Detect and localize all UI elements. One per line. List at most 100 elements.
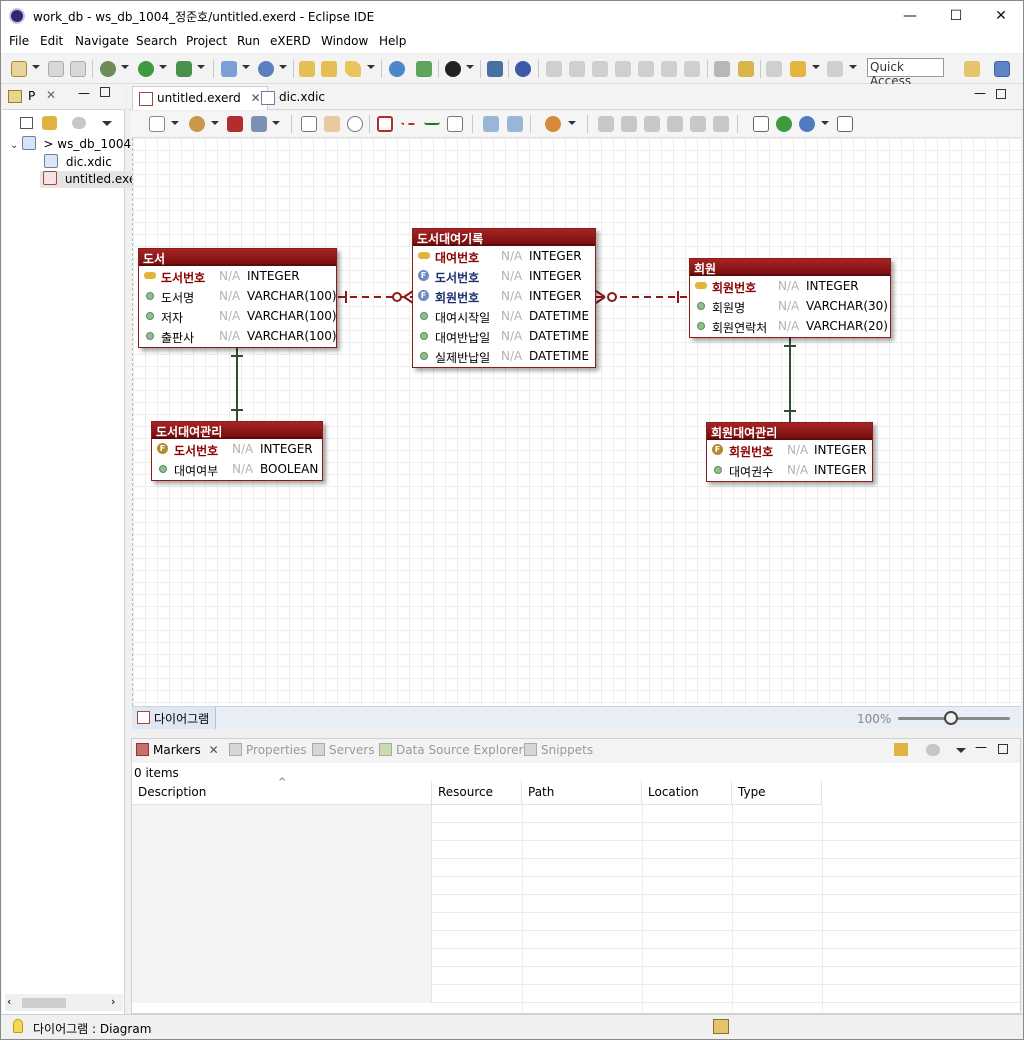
color-theme-dropdown-icon[interactable] <box>568 121 576 125</box>
entity-book[interactable]: 도서 도서번호 N/A INTEGER 도서명 N/A VARCHAR(100)… <box>138 248 337 348</box>
perspective-dropdown-icon[interactable] <box>466 65 474 69</box>
entity-book-rental-record[interactable]: 도서대여기록 대여번호 N/A INTEGER F 도서번호 N/A INTEG… <box>412 228 596 368</box>
copy-image-icon[interactable] <box>483 116 499 132</box>
scroll-right-icon[interactable]: › <box>111 995 116 1008</box>
tree-item-dic-xdic[interactable]: dic.xdic <box>44 154 112 171</box>
align-bottom-icon[interactable] <box>713 116 729 132</box>
minimize-button[interactable]: — <box>903 8 917 24</box>
minimize-view-icon[interactable]: — <box>78 86 90 100</box>
column-header-location[interactable]: Location <box>642 781 732 805</box>
focus-icon[interactable] <box>894 743 908 756</box>
prev-annotation-icon[interactable] <box>738 61 754 77</box>
entity-column[interactable]: 회원연락처 N/A VARCHAR(20) <box>690 316 890 336</box>
terminate-icon[interactable] <box>592 61 608 77</box>
entity-column[interactable]: 대여반납일 N/A DATETIME <box>413 326 595 346</box>
suspend-icon[interactable] <box>569 61 585 77</box>
entity-column[interactable]: 회원명 N/A VARCHAR(30) <box>690 296 890 316</box>
entity-column[interactable]: F 도서번호 N/A INTEGER <box>152 439 322 459</box>
minimize-view-icon[interactable]: — <box>975 740 987 754</box>
menu-window[interactable]: Window <box>321 34 369 48</box>
align-top-icon[interactable] <box>667 116 683 132</box>
back-dropdown-icon[interactable] <box>812 65 820 69</box>
resume-icon[interactable] <box>546 61 562 77</box>
column-header-type[interactable]: Type <box>732 781 822 805</box>
debug-icon[interactable] <box>100 61 116 77</box>
open-task-icon[interactable] <box>345 61 361 77</box>
hand-pan-icon[interactable] <box>324 116 340 132</box>
new-icon[interactable] <box>11 61 27 77</box>
entity-column[interactable]: 저자 N/A VARCHAR(100) <box>139 306 337 326</box>
maximize-view-icon[interactable] <box>100 87 110 97</box>
minimize-editor-icon[interactable]: — <box>974 86 986 100</box>
identifying-relation-icon[interactable] <box>424 116 440 125</box>
filter-icon[interactable] <box>926 744 940 756</box>
filter-icon[interactable] <box>72 117 86 129</box>
tree-item-untitled-exerd[interactable]: untitled.exe <box>40 171 139 188</box>
progress-icon[interactable] <box>713 1019 729 1034</box>
open-type-icon[interactable] <box>299 61 315 77</box>
scroll-left-icon[interactable]: ‹ <box>7 995 12 1008</box>
close-tab-icon[interactable]: ✕ <box>46 88 57 102</box>
add-table-icon[interactable] <box>377 116 393 132</box>
back-icon[interactable] <box>790 61 806 77</box>
notation-dropdown-icon[interactable] <box>211 121 219 125</box>
last-edit-icon[interactable] <box>766 61 782 77</box>
debug-dropdown-icon[interactable] <box>121 65 129 69</box>
column-header-description[interactable]: Description <box>132 781 432 805</box>
view-menu-icon[interactable] <box>956 748 966 753</box>
maximize-button[interactable]: ☐ <box>949 8 963 24</box>
scrollbar-thumb[interactable] <box>22 998 66 1008</box>
maximize-view-icon[interactable] <box>998 744 1008 754</box>
entity-column[interactable]: F 회원번호 N/A INTEGER <box>707 440 872 460</box>
view-menu-icon[interactable] <box>102 121 112 126</box>
save-all-icon[interactable] <box>70 61 86 77</box>
non-identifying-relation-icon[interactable] <box>401 116 417 125</box>
menu-navigate[interactable]: Navigate <box>75 34 129 48</box>
external-tools-dropdown-icon[interactable] <box>197 65 205 69</box>
validate-icon[interactable] <box>776 116 792 132</box>
select-pointer-icon[interactable] <box>301 116 317 132</box>
table-style-icon[interactable] <box>227 116 243 132</box>
document-icon[interactable] <box>753 116 769 132</box>
save-icon[interactable] <box>48 61 64 77</box>
entity-column[interactable]: 회원번호 N/A INTEGER <box>690 276 890 296</box>
zoom-slider-thumb[interactable] <box>944 711 958 725</box>
entity-column[interactable]: 도서번호 N/A INTEGER <box>139 266 336 286</box>
globe-icon[interactable] <box>389 61 405 77</box>
perspective-icon[interactable] <box>445 61 461 77</box>
open-folder-icon[interactable] <box>321 61 337 77</box>
erd-perspective-icon[interactable] <box>994 61 1010 77</box>
new-dropdown-icon[interactable] <box>32 65 40 69</box>
notation-icon[interactable] <box>189 116 205 132</box>
tab-data-source-explorer[interactable]: Data Source Explorer <box>379 743 523 757</box>
step-over-icon[interactable] <box>661 61 677 77</box>
color-theme-icon[interactable] <box>545 116 561 132</box>
new-class-dropdown-icon[interactable] <box>279 65 287 69</box>
zoom-icon[interactable] <box>347 116 363 132</box>
menu-file[interactable]: File <box>9 34 30 48</box>
step-return-icon[interactable] <box>684 61 700 77</box>
add-memo-icon[interactable] <box>447 116 463 132</box>
link-with-editor-icon[interactable] <box>42 116 57 130</box>
forward-dropdown-icon[interactable] <box>849 65 857 69</box>
entity-member[interactable]: 회원 회원번호 N/A INTEGER 회원명 N/A VARCHAR(30) … <box>689 258 891 338</box>
project-explorer-tab-label[interactable]: P <box>28 89 36 103</box>
tab-properties[interactable]: Properties <box>229 743 307 757</box>
menu-help[interactable]: Help <box>379 34 407 48</box>
align-center-icon[interactable] <box>621 116 637 132</box>
close-tab-icon[interactable]: ✕ <box>250 91 261 105</box>
console-icon[interactable] <box>487 61 503 77</box>
column-header-path[interactable]: Path <box>522 781 642 805</box>
new-java-project-icon[interactable] <box>221 61 237 77</box>
tab-servers[interactable]: Servers <box>312 743 375 757</box>
forward-engineer-dropdown-icon[interactable] <box>821 121 829 125</box>
tab-dic-xdic[interactable]: dic.xdic <box>255 86 331 110</box>
run-icon[interactable] <box>138 61 154 77</box>
entity-column[interactable]: 도서명 N/A VARCHAR(100) <box>139 286 337 306</box>
entity-column[interactable]: 실제반납일 N/A DATETIME <box>413 346 595 366</box>
entity-column[interactable]: 대여여부 N/A BOOLEAN <box>152 459 322 479</box>
menu-exerd[interactable]: eXERD <box>270 34 311 48</box>
entity-book-rental-management[interactable]: 도서대여관리 F 도서번호 N/A INTEGER 대여여부 N/A BOOLE… <box>151 421 323 481</box>
entity-column[interactable]: 대여번호 N/A INTEGER <box>413 246 595 266</box>
menu-edit[interactable]: Edit <box>40 34 64 48</box>
